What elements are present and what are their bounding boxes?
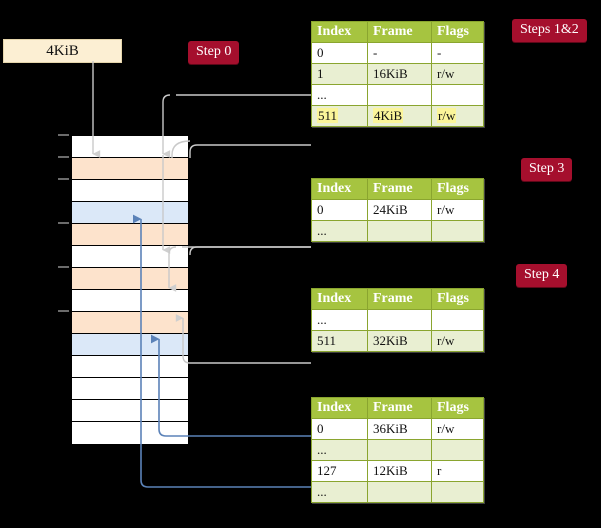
wire-pt1-to-mem-a — [189, 144, 311, 158]
memory-tick-2 — [58, 178, 69, 180]
column-header-index: Index — [311, 397, 368, 419]
cell-frame-0: 24KiB — [367, 199, 432, 221]
badge-step0: Step 0 — [188, 41, 240, 64]
column-header-frame: Frame — [367, 288, 432, 310]
column-header-flags: Flags — [431, 288, 484, 310]
cell-frame-3 — [367, 481, 432, 503]
cell-index-0: 0 — [311, 42, 368, 64]
cell-flags-1: r/w — [431, 63, 484, 85]
column-header-index: Index — [311, 21, 368, 43]
column-header-flags: Flags — [431, 21, 484, 43]
memory-tick-8 — [58, 310, 69, 312]
table-row[interactable]: ... — [311, 439, 484, 461]
memory-frame-13 — [72, 422, 188, 444]
cell-flags-1: r/w — [431, 330, 484, 352]
cell-index-0: 0 — [311, 199, 368, 221]
cell-flags-2 — [431, 84, 484, 106]
cell-flags-0: - — [431, 42, 484, 64]
cell-index-2: 127 — [311, 460, 368, 482]
cell-frame-1 — [367, 439, 432, 461]
column-header-index: Index — [311, 178, 368, 200]
cell-flags-0 — [431, 309, 484, 331]
cell-index-2: ... — [311, 84, 368, 106]
cell-frame-0: 36KiB — [367, 418, 432, 440]
memory-tick-0 — [58, 134, 69, 136]
table-row[interactable]: ... — [311, 309, 484, 331]
memory-frame-9 — [72, 334, 188, 356]
cell-flags-1 — [431, 439, 484, 461]
wire-pt2-left — [189, 246, 311, 255]
cell-frame-1 — [367, 220, 432, 242]
cell-flags-0: r/w — [431, 418, 484, 440]
memory-frame-10 — [72, 356, 188, 378]
memory-frame-4 — [72, 224, 188, 246]
memory-frame-2 — [72, 180, 188, 202]
cell-frame-0 — [367, 309, 432, 331]
table-row[interactable]: 0-- — [311, 42, 484, 64]
cell-frame-1: 32KiB — [367, 330, 432, 352]
cell-frame-0: - — [367, 42, 432, 64]
cell-index-0: 0 — [311, 418, 368, 440]
cell-flags-1 — [431, 220, 484, 242]
column-header-frame: Frame — [367, 397, 432, 419]
table-row[interactable]: ... — [311, 84, 484, 106]
wire-pt3-up — [175, 314, 311, 364]
cell-index-1: ... — [311, 220, 368, 242]
memory-frame-12 — [72, 400, 188, 422]
memory-tick-6 — [58, 266, 69, 268]
virtual-address-box: 4KiB — [3, 39, 122, 63]
cell-index-0: ... — [311, 309, 368, 331]
table-row[interactable]: ... — [311, 220, 484, 242]
cell-index-1: 511 — [311, 330, 368, 352]
cell-flags-2: r — [431, 460, 484, 482]
highlighted-value: r/w — [437, 108, 457, 123]
memory-tick-4 — [58, 222, 69, 224]
cell-frame-1: 16KiB — [367, 63, 432, 85]
cell-index-1: 1 — [311, 63, 368, 85]
cell-index-3: ... — [311, 481, 368, 503]
memory-frame-0 — [72, 136, 188, 158]
cell-flags-3 — [431, 481, 484, 503]
cell-index-3: 511 — [311, 105, 368, 127]
cell-frame-2 — [367, 84, 432, 106]
badge-step4: Step 4 — [516, 264, 568, 287]
badge-step3: Step 3 — [521, 158, 573, 181]
memory-frame-3 — [72, 202, 188, 224]
highlighted-value: 4KiB — [373, 108, 404, 123]
column-header-index: Index — [311, 288, 368, 310]
cell-flags-0: r/w — [431, 199, 484, 221]
memory-frame-8 — [72, 312, 188, 334]
memory-frame-1 — [72, 158, 188, 180]
virtual-address-label: 4KiB — [46, 43, 79, 59]
cell-index-1: ... — [311, 439, 368, 461]
cell-flags-3: r/w — [431, 105, 484, 127]
column-header-flags: Flags — [431, 178, 484, 200]
memory-frame-11 — [72, 378, 188, 400]
physical-memory-column — [70, 134, 190, 444]
memory-frame-5 — [72, 246, 188, 268]
memory-frame-7 — [72, 290, 188, 312]
column-header-frame: Frame — [367, 21, 432, 43]
highlighted-value: 511 — [317, 108, 339, 123]
table-row[interactable]: 511 4KiB r/w — [311, 105, 484, 127]
cell-frame-3: 4KiB — [367, 105, 432, 127]
memory-tick-1 — [58, 156, 69, 158]
column-header-flags: Flags — [431, 397, 484, 419]
memory-frame-6 — [72, 268, 188, 290]
table-row[interactable]: ... — [311, 481, 484, 503]
badge-steps12: Steps 1&2 — [512, 19, 587, 42]
column-header-frame: Frame — [367, 178, 432, 200]
cell-frame-2: 12KiB — [367, 460, 432, 482]
